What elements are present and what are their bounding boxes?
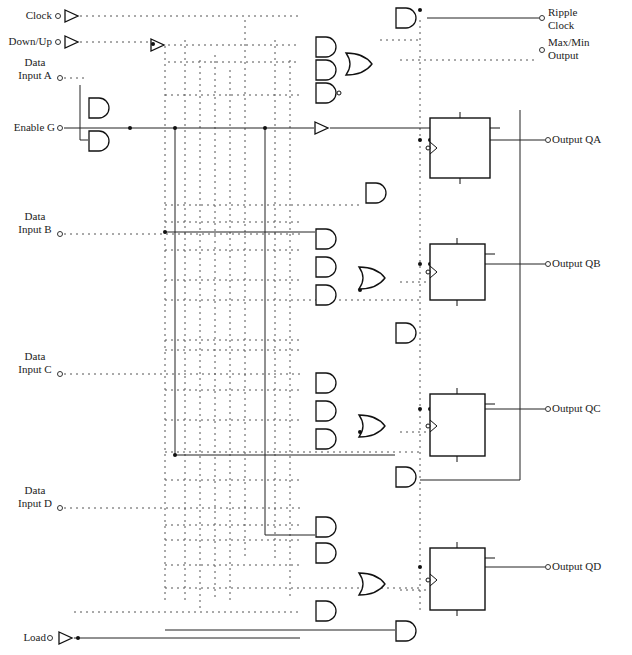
input-label: Enable G [2, 121, 55, 134]
input-label: Data Input D [14, 484, 56, 510]
input-label: Down/Up [2, 35, 52, 48]
output-label: Ripple Clock [548, 6, 592, 32]
output-label: Output QB [552, 257, 628, 270]
output-label: Output QA [552, 133, 628, 146]
output-label: Output QD [552, 560, 628, 573]
output-label: Max/Min Output [548, 36, 596, 62]
input-label: Data Input A [14, 56, 56, 82]
input-label: Data Input C [14, 350, 56, 376]
input-label: Clock [6, 9, 52, 22]
output-label: Output QC [552, 402, 628, 415]
input-label: Load [6, 631, 46, 644]
input-label: Data Input B [14, 210, 56, 236]
